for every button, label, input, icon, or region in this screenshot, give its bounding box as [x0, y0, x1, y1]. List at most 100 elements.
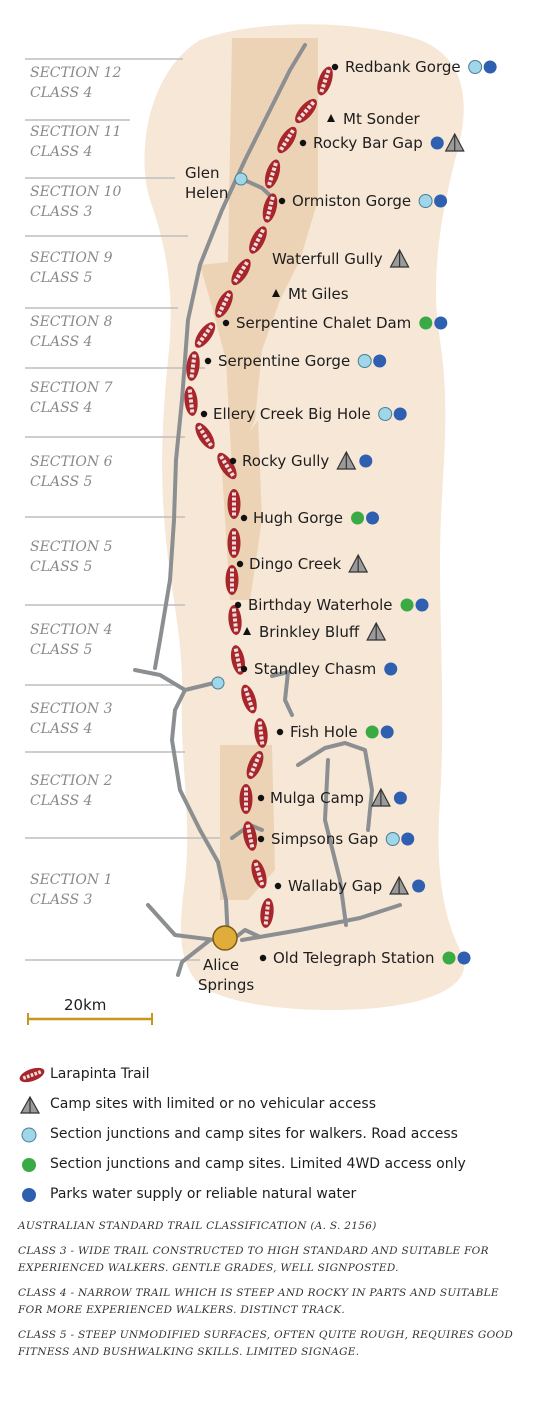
trail-footprint [195, 422, 215, 450]
trail-footprint [186, 351, 200, 381]
road-to-alice-sw [176, 938, 212, 977]
class-label: CLASS 4 [30, 400, 92, 416]
trail-footprint [231, 258, 251, 286]
road-access-junction-icon [357, 354, 372, 368]
section-divider-lines [25, 58, 220, 961]
place-waterfull-gully: Waterfull Gully [272, 248, 410, 268]
scale-bar: 20km [27, 996, 153, 1025]
legend-text: Parks water supply or reliable natural w… [50, 1186, 357, 1202]
class-label: CLASS 5 [30, 642, 93, 658]
blue-circle-icon [22, 1188, 36, 1202]
water-supply-icon [393, 407, 407, 421]
class-label: CLASS 3 [30, 204, 93, 220]
camp-site-icon [348, 553, 369, 573]
place-serpentine-chalet-dam: Serpentine Chalet Dam [222, 314, 448, 332]
place-dot [299, 139, 307, 147]
place-mulga-camp: Mulga Camp [257, 787, 407, 807]
water-supply-icon [412, 879, 426, 893]
section-label: SECTION 12 [30, 65, 121, 81]
trail-footprint [215, 290, 233, 318]
class-label: CLASS 4 [30, 144, 92, 160]
trail-classification-notes: Australian Standard Trail Classification… [18, 1218, 524, 1369]
place-fish-hole: Fish Hole [276, 723, 394, 741]
place-name: Ellery Creek Big Hole [213, 405, 371, 423]
camp-site-icon [336, 450, 357, 470]
water-supply-icon [380, 725, 394, 739]
place-springs: Springs [198, 976, 254, 994]
place-name: Mt Giles [288, 285, 349, 303]
water-supply-icon [483, 60, 497, 74]
place-simpsons-gap: Simpsons Gap [257, 830, 415, 848]
place-serpentine-gorge: Serpentine Gorge [204, 352, 387, 370]
place-dot [274, 882, 282, 890]
standley-junction-icon [211, 676, 225, 690]
place-name: Springs [198, 976, 254, 994]
trail-footprint [242, 821, 258, 851]
trail-footprint [217, 452, 237, 480]
trail-footprint [277, 126, 297, 154]
place-rocky-gully: Rocky Gully [229, 450, 373, 470]
place-name: Simpsons Gap [271, 830, 378, 848]
place-alice: Alice [203, 925, 239, 974]
road-access-junction-icon [378, 407, 393, 421]
place-name: Mt Sonder [343, 110, 421, 128]
legend-item-blue: Parks water supply or reliable natural w… [18, 1182, 528, 1212]
road-telegraph [323, 758, 348, 927]
place-name: Serpentine Gorge [218, 352, 350, 370]
place-name: Mulga Camp [270, 789, 364, 807]
place-glen: Glen [185, 164, 220, 182]
road-main [153, 43, 307, 670]
place-ellery-creek-big-hole: Ellery Creek Big Hole [200, 405, 407, 423]
water-supply-icon [366, 511, 380, 525]
place-name: Alice [203, 956, 239, 974]
4wd-junction-icon [365, 725, 379, 739]
place-name: Helen [185, 184, 228, 202]
place-ormiston-gorge: Ormiston Gorge [278, 192, 448, 210]
water-supply-icon [373, 354, 387, 368]
legend-item-trail: Larapinta Trail [18, 1062, 528, 1092]
road-fish-hole-loop [270, 670, 294, 717]
road-larapinta [170, 688, 230, 942]
water-supply-icon [415, 598, 429, 612]
trail-footprint [260, 898, 274, 928]
section-label: SECTION 5 [30, 539, 113, 555]
camp-site-icon [444, 132, 465, 152]
place-name: Brinkley Bluff [259, 623, 360, 641]
legend-text: Section junctions and camp sites. Limite… [50, 1156, 466, 1172]
place-dot [204, 357, 212, 365]
trail-footprint [249, 226, 267, 254]
legend-item-green: Section junctions and camp sites. Limite… [18, 1152, 528, 1182]
camp-site-icon [19, 1095, 41, 1114]
place-name: Dingo Creek [249, 555, 341, 573]
water-supply-icon [457, 951, 471, 965]
scale-label: 20km [64, 996, 106, 1014]
trail-footprint [295, 98, 317, 124]
peak-marker [272, 289, 280, 297]
trail-footprint [225, 565, 239, 595]
trail-footprint-icon [19, 1067, 45, 1083]
standard-class-5: Class 5 - Steep unmodified surfaces, oft… [18, 1329, 514, 1358]
place-dot [240, 514, 248, 522]
water-supply-icon [401, 832, 415, 846]
place-old-telegraph-station: Old Telegraph Station [259, 949, 471, 967]
legend-item-camp: Camp sites with limited or no vehicular … [18, 1092, 528, 1122]
place-dot [276, 728, 284, 736]
place-name: Waterfull Gully [272, 250, 383, 268]
water-supply-icon [384, 662, 398, 676]
green-circle-icon [22, 1158, 36, 1172]
place-dot [236, 560, 244, 568]
class-label: CLASS 5 [30, 270, 93, 286]
road-access-junction-icon [385, 832, 400, 846]
place-birthday-waterhole: Birthday Waterhole [234, 596, 429, 614]
place-dot [200, 410, 208, 418]
place-name: Wallaby Gap [288, 877, 382, 895]
camp-site-icon [389, 875, 410, 895]
place-name: Standley Chasm [254, 660, 376, 678]
place-dot [240, 665, 248, 673]
4wd-junction-icon [442, 951, 456, 965]
place-mt-giles: Mt Giles [272, 285, 349, 303]
trail-footprint [262, 193, 278, 223]
place-standley-chasm: Standley Chasm [240, 660, 398, 678]
trail-footprint [227, 489, 241, 519]
